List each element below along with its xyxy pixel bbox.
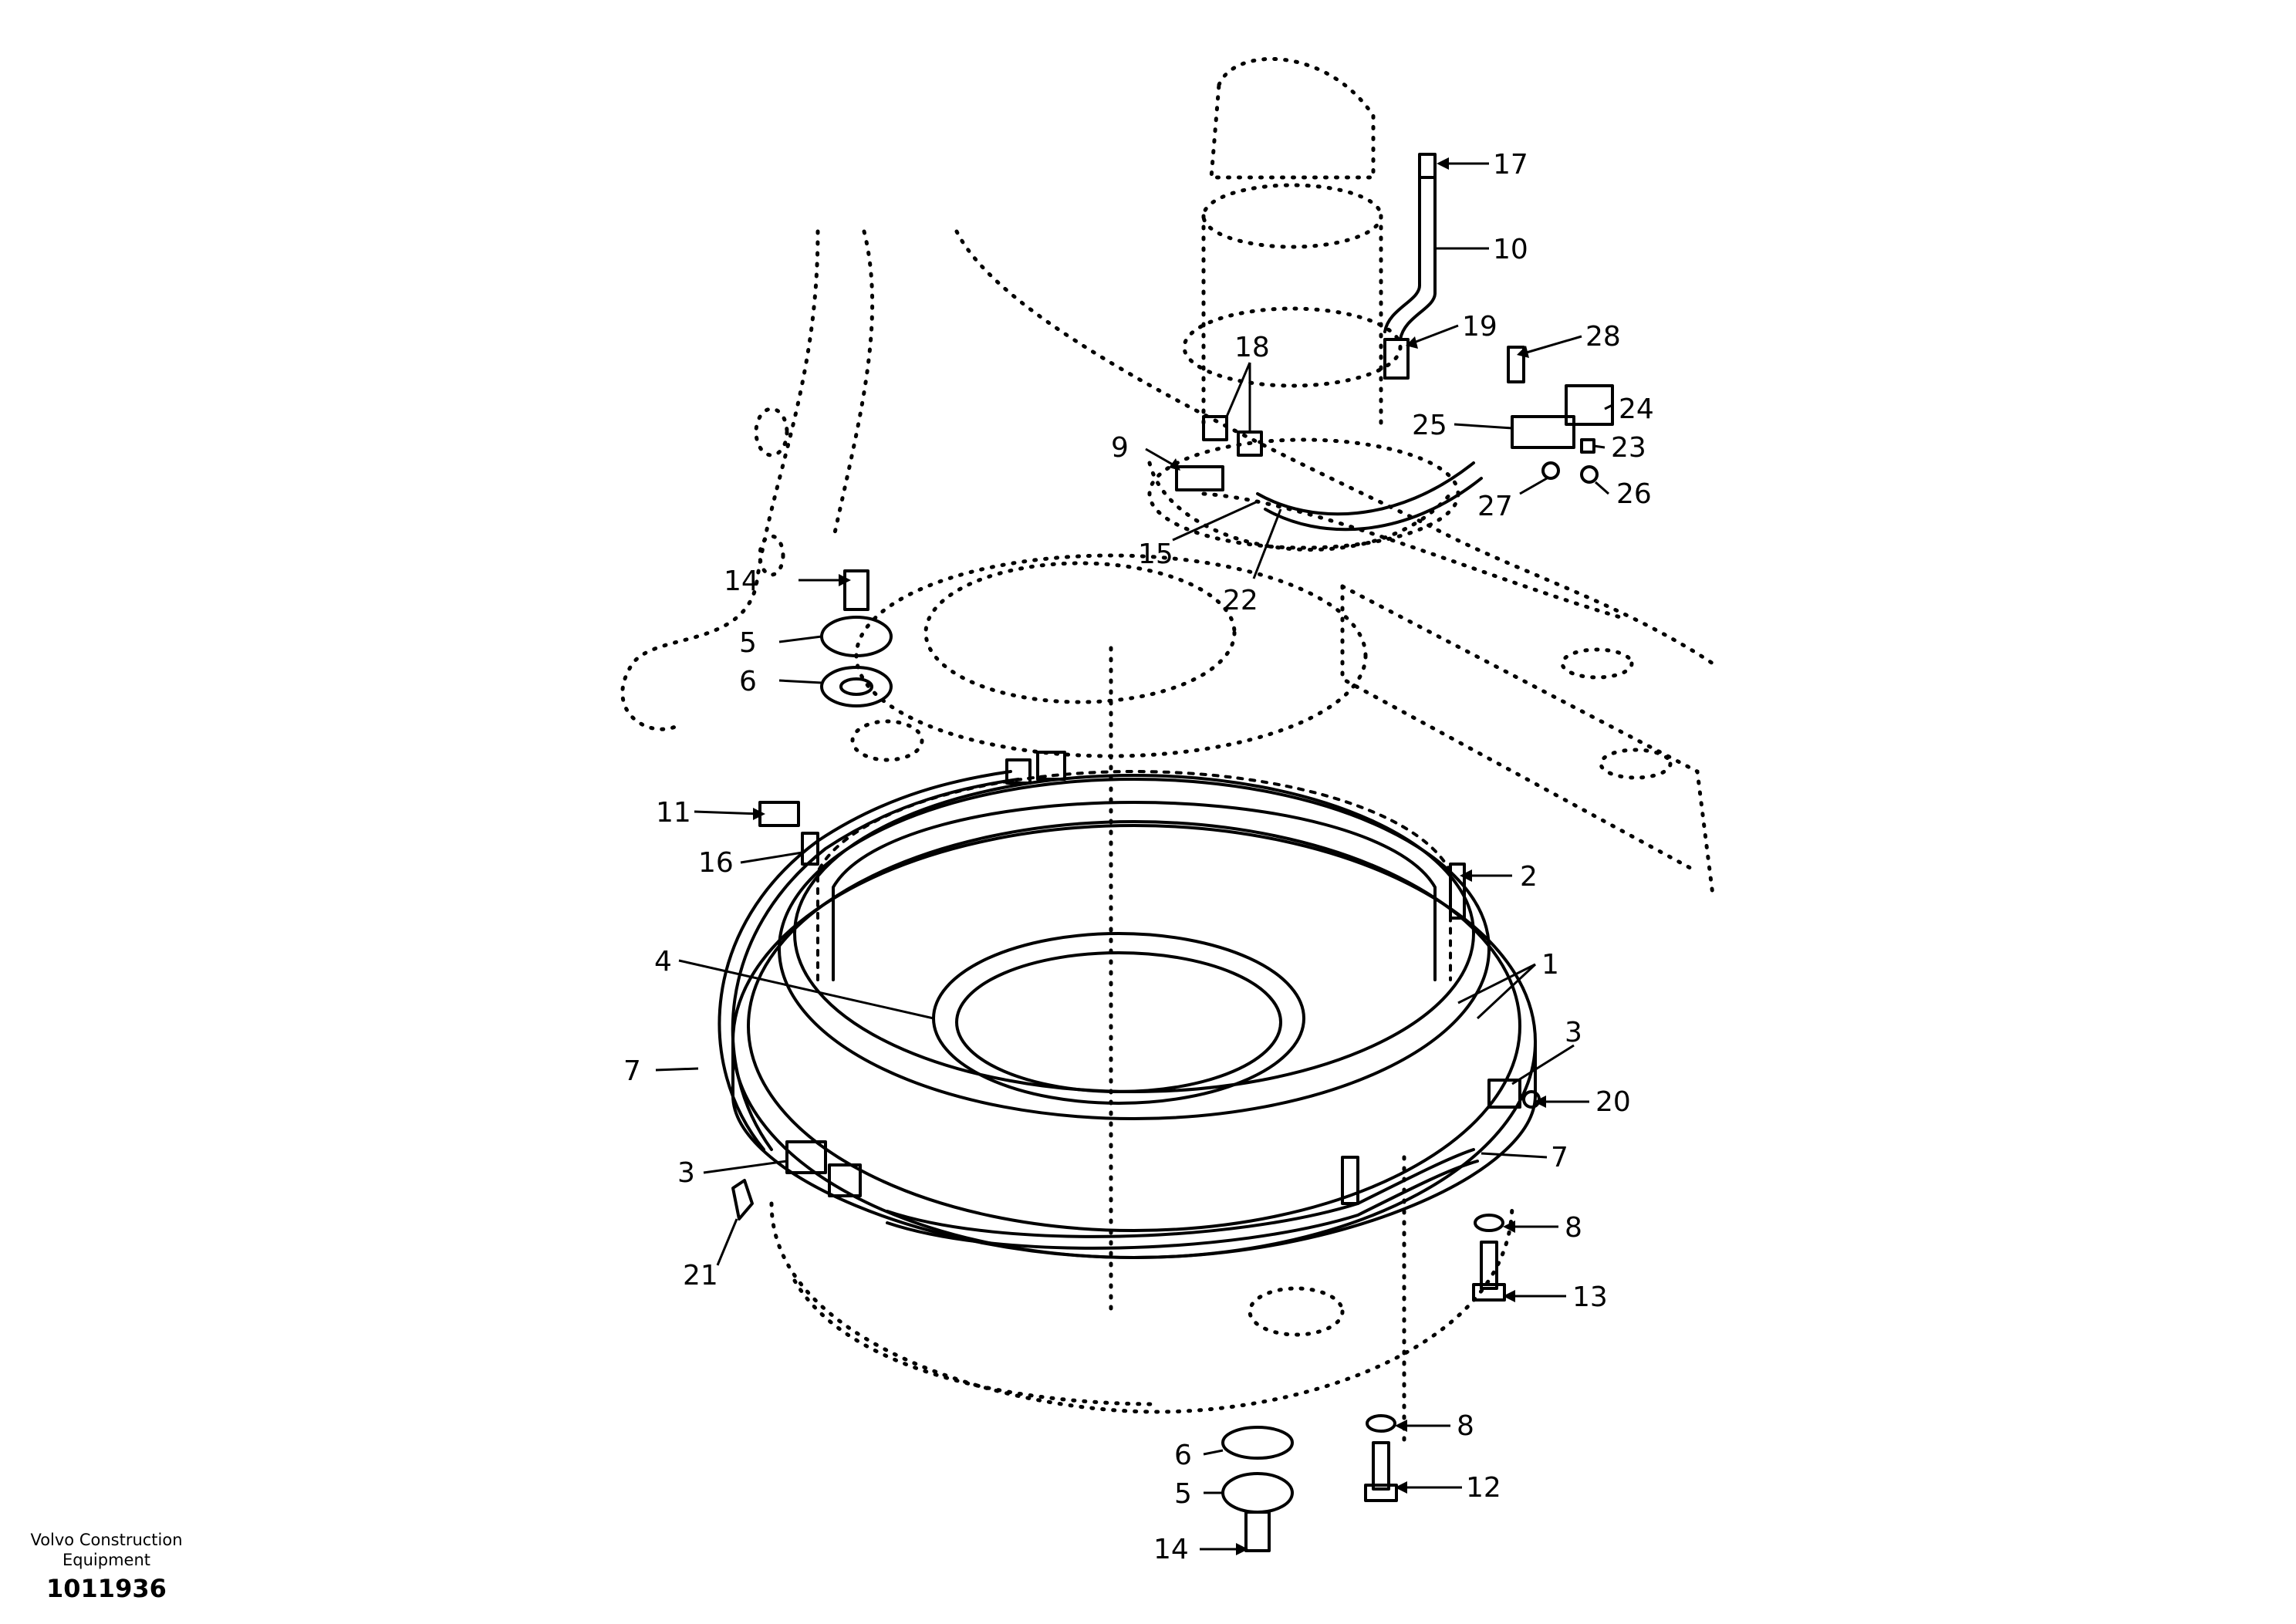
callout-7-right: 7 xyxy=(1551,1142,1568,1173)
callout-10: 10 xyxy=(1493,234,1528,265)
callout-labels: 17 10 19 28 18 24 25 23 9 27 26 15 22 14… xyxy=(623,149,1654,1565)
callout-2: 2 xyxy=(1520,861,1538,893)
callout-7-left: 7 xyxy=(623,1055,641,1087)
callout-27: 27 xyxy=(1477,491,1513,522)
callout-13: 13 xyxy=(1572,1281,1608,1313)
grease-hoses xyxy=(718,770,1479,1250)
brand-line-2: Equipment xyxy=(62,1551,150,1569)
callout-8-lower: 8 xyxy=(1457,1410,1474,1442)
callout-19: 19 xyxy=(1462,311,1497,343)
callout-4: 4 xyxy=(654,946,672,977)
callout-8-upper: 8 xyxy=(1565,1212,1582,1244)
callout-11: 11 xyxy=(656,797,691,829)
callout-5-lower: 5 xyxy=(1174,1478,1192,1510)
callout-22: 22 xyxy=(1223,585,1258,616)
callout-23: 23 xyxy=(1611,432,1646,464)
callout-16: 16 xyxy=(698,847,734,879)
callout-9: 9 xyxy=(1111,432,1129,464)
callout-15: 15 xyxy=(1138,539,1173,570)
leader-lines xyxy=(655,157,1613,1555)
callout-25: 25 xyxy=(1412,410,1447,441)
callout-5-upper: 5 xyxy=(739,627,757,659)
callout-6-upper: 6 xyxy=(739,666,757,697)
document-number: 1011936 xyxy=(46,1574,167,1603)
fittings xyxy=(731,153,1614,1552)
swing-bearing xyxy=(731,770,1537,1259)
callout-14-upper: 14 xyxy=(724,566,759,597)
callout-28: 28 xyxy=(1585,321,1621,353)
callout-6-lower: 6 xyxy=(1174,1440,1192,1471)
callout-21: 21 xyxy=(683,1260,718,1291)
callout-3-left: 3 xyxy=(677,1157,695,1189)
brand-line-1: Volvo Construction xyxy=(30,1531,183,1549)
callout-3-right: 3 xyxy=(1565,1017,1582,1048)
callout-26: 26 xyxy=(1616,478,1652,510)
callout-24: 24 xyxy=(1619,393,1654,425)
callout-20: 20 xyxy=(1595,1086,1631,1118)
hose-assembly xyxy=(1256,176,1483,532)
callout-18: 18 xyxy=(1234,332,1270,363)
background-structure xyxy=(620,56,1715,1445)
callout-17: 17 xyxy=(1493,149,1528,181)
callout-12: 12 xyxy=(1466,1472,1501,1504)
seal-ring xyxy=(932,932,1305,1105)
callout-1: 1 xyxy=(1541,949,1559,981)
callout-14-lower: 14 xyxy=(1153,1534,1189,1565)
